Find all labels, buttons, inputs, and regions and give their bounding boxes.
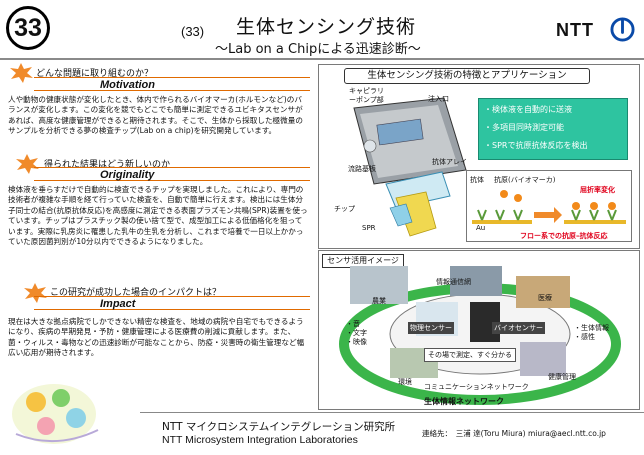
antigen-antibody-diagram [466, 170, 632, 242]
impact-heading: Impact [100, 298, 136, 310]
footer-divider [140, 412, 644, 413]
features-panel-title: 生体センシング技術の特徴とアプリケーション [344, 68, 590, 84]
flow-channel-label: 流路基板 [348, 165, 376, 173]
page-subtitle: ～Lab on a Chipによる迅速診断～ [215, 42, 421, 57]
number-label: (33) [181, 24, 205, 39]
reaction-caption: フロー系での抗原–抗体反応 [520, 232, 608, 240]
spr-label: SPR [362, 224, 376, 232]
question-starburst-icon [16, 154, 39, 174]
lab-name-english: NTT Microsystem Integration Laboratories [162, 434, 358, 446]
originality-question: 得られた結果はどう新しいのか [44, 160, 171, 170]
motivation-bar [34, 77, 310, 91]
question-starburst-icon [24, 283, 47, 303]
measure-anywhere-label: その場で測定、すぐ分かる [424, 348, 516, 362]
physical-sensor-label: 物理センサー [408, 322, 454, 334]
reaction-diagram-icon [472, 190, 626, 224]
brand-text: NTT [556, 20, 594, 40]
bio-network-label: 生体情報ネットワーク [424, 397, 504, 406]
medical-label: 医療 [538, 294, 552, 302]
agriculture-label: 農業 [372, 297, 386, 305]
refractive-change-label: 屈折率変化 [580, 186, 615, 194]
impact-body: 現在は大きな拠点病院でしかできない精密な検査を、地域の病院や自宅でもできるように… [8, 317, 305, 358]
question-starburst-icon [10, 63, 33, 83]
au-label: Au [476, 224, 486, 232]
motivation-heading: Motivation [100, 79, 155, 91]
capillary-pump-label: キャピラリーポンプ部 [349, 87, 384, 104]
comm-network-label: コミュニケーションネットワーク [424, 383, 529, 391]
chip-label: チップ [334, 205, 355, 213]
bio-info-label: ・生体情報 ・感性 [574, 324, 609, 341]
antigen-label: 抗原(バイオマーカ) [494, 176, 556, 184]
motivation-question: どんな問題に取り組むのか？ [36, 69, 154, 79]
environment-label: 環境 [398, 378, 412, 386]
feature-item: ・検体液を自動的に送液 [484, 105, 572, 114]
feature-item: ・SPRで抗原抗体反応を検出 [484, 141, 588, 150]
senses-label: ・音 ・文字 ・映像 [346, 320, 367, 346]
impact-question: この研究が成功した場合のインパクトは？ [50, 288, 222, 298]
bio-sensor-label: バイオセンサー [492, 322, 545, 334]
features-list-box [478, 98, 628, 160]
number-badge: 33 [6, 6, 50, 50]
inlet-label: 注入口 [428, 95, 449, 103]
feature-item: ・多項目同時測定可能 [484, 123, 564, 132]
motivation-body: 人や動物の健康状態が変化したとき、体内で作られるバイオマーカ(ホルモンなど)のバ… [8, 95, 303, 136]
contact-info: 連絡先： 三浦 達(Toru Miura) miura@aecl.ntt.co.… [422, 429, 606, 438]
page-title: 生体センシング技術 [236, 16, 417, 38]
originality-body: 検体液を垂らすだけで自動的に検査できるチップを実現しました。これにより、専門の技… [8, 185, 308, 247]
event-decorative-logo-icon [12, 384, 99, 444]
header-divider [0, 58, 644, 60]
antibody-label: 抗体 [470, 176, 484, 184]
ntt-logo-icon [610, 17, 635, 42]
impact-bar [34, 296, 310, 310]
lab-name-japanese: NTT マイクロシステムインテグレーション研究所 [162, 421, 396, 433]
health-label: 健康管理 [548, 373, 576, 381]
originality-bar [34, 167, 310, 181]
info-network-label: 情報通信網 [436, 278, 471, 286]
originality-heading: Originality [100, 169, 155, 181]
antibody-array-label: 抗体アレイ [432, 158, 467, 166]
